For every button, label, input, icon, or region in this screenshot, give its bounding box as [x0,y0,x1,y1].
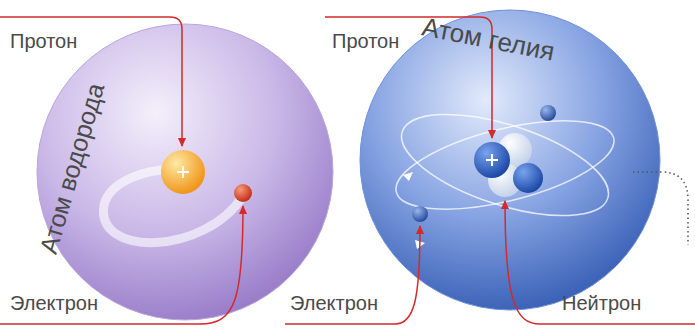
part-label: Протон [10,30,77,53]
part-label: Протон [332,30,399,53]
part-label: Электрон [10,292,98,315]
part-label: Нейтрон [562,292,641,315]
part-label: Электрон [290,292,378,315]
